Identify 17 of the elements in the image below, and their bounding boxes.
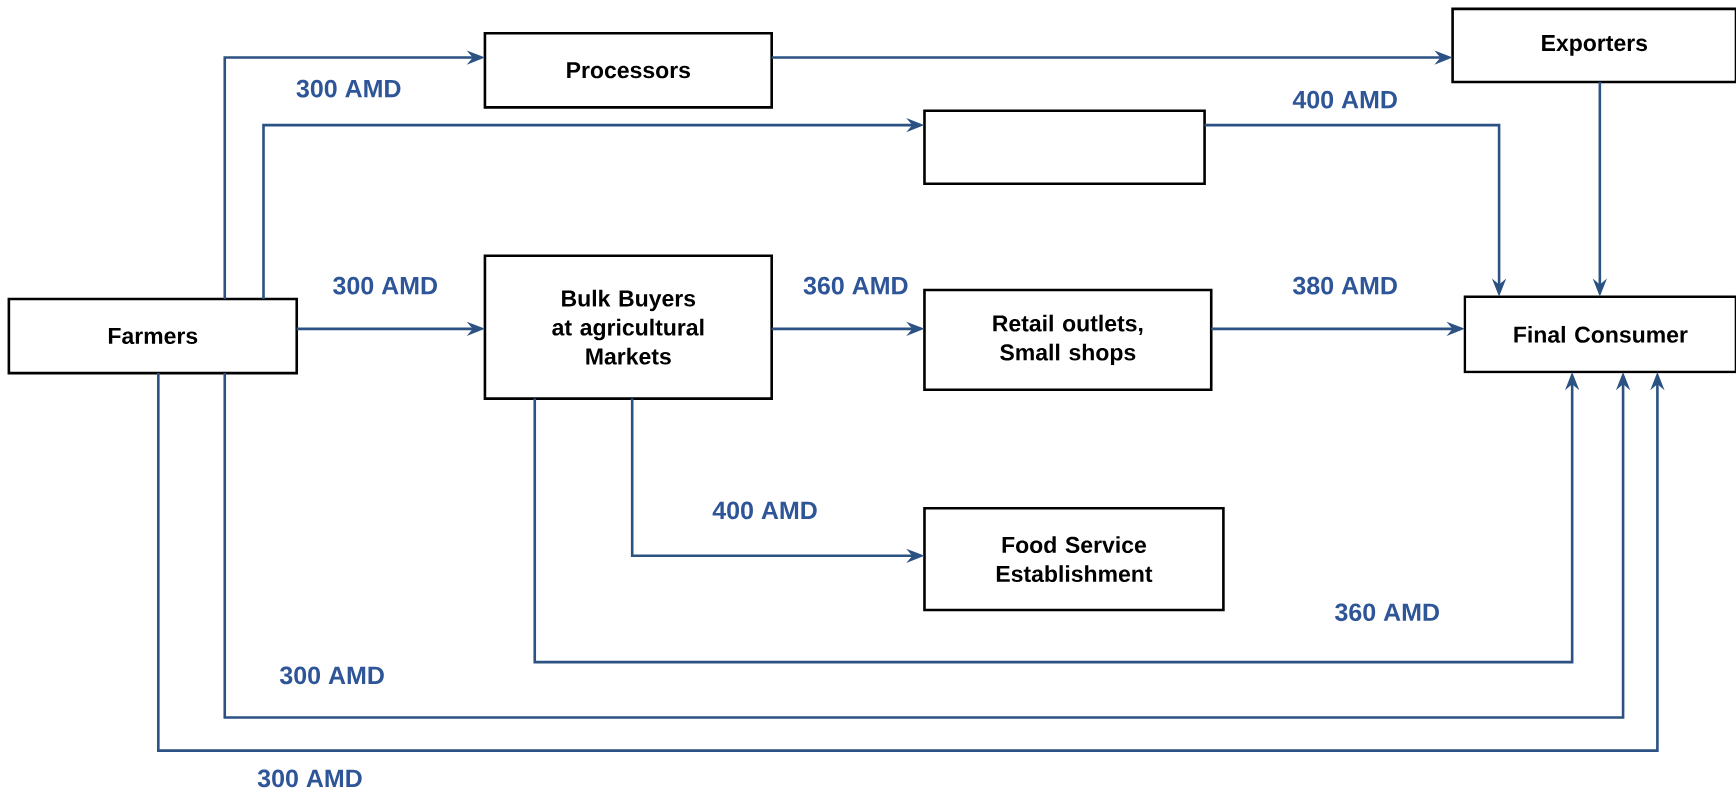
process-box: Farmers: [7, 297, 299, 375]
process-box: Bulk Buyers at agricultural Markets: [483, 254, 773, 400]
process-box: Exporters: [1451, 7, 1736, 84]
edge-label: 300 AMD: [330, 274, 441, 297]
edge-label: 400 AMD: [1290, 88, 1400, 111]
process-box: Retail outlets, Small shops: [923, 288, 1213, 392]
edge-label: 360 AMD: [801, 274, 911, 297]
process-box: Food Service Establishment: [923, 506, 1225, 612]
edge-label: 300 AMD: [277, 664, 387, 687]
edge-label: 380 AMD: [1290, 274, 1400, 297]
process-box: Final Consumer: [1463, 295, 1736, 374]
edge-label: 300 AMD: [293, 77, 404, 100]
edge-label: 300 AMD: [255, 767, 365, 790]
process-box: Processors: [483, 31, 773, 109]
empty-box: [923, 109, 1206, 186]
edge-label: 400 AMD: [710, 499, 820, 522]
edge-label: 360 AMD: [1332, 601, 1443, 624]
